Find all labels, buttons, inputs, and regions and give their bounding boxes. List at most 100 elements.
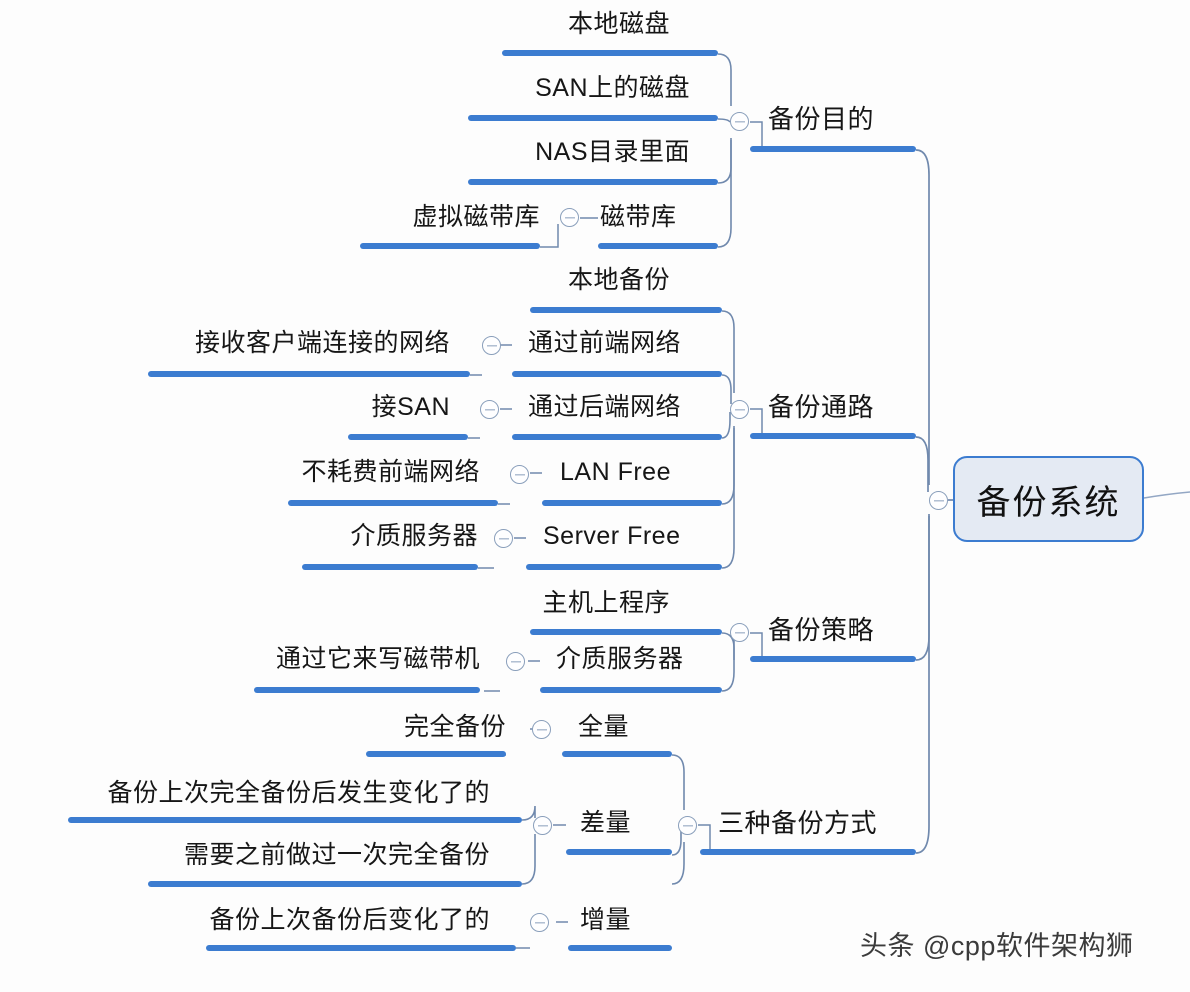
underline-beifen-shangci xyxy=(206,945,516,951)
underline-jiezhi-fuwuqi-1 xyxy=(302,564,478,570)
underline-nas-mulu xyxy=(468,179,718,185)
underline-quanliang xyxy=(562,751,672,757)
node-beifen-shangci-wanquan[interactable]: 备份上次完全备份后发生变化了的 xyxy=(30,781,490,806)
root-node-label: 备份系统 xyxy=(976,483,1121,522)
node-label: 备份通路 xyxy=(768,392,875,422)
collapse-icon-lan-free[interactable] xyxy=(510,465,529,484)
underline-wanquan-beifen xyxy=(366,751,506,757)
collapse-icon-qianduan-wangluo[interactable] xyxy=(482,336,501,355)
node-zhuji-chengxu[interactable]: 主机上程序 xyxy=(420,591,670,616)
node-jieshou-kehuduan[interactable]: 接收客户端连接的网络 xyxy=(120,331,450,356)
underline-jie-san xyxy=(348,434,468,440)
node-nas-mulu[interactable]: NAS目录里面 xyxy=(370,140,690,165)
underline-jieshou-kehuduan xyxy=(148,371,470,377)
node-beifen-tonglu[interactable]: 备份通路 xyxy=(768,394,874,420)
node-bendi-beifen[interactable]: 本地备份 xyxy=(420,268,670,293)
node-label: 全量 xyxy=(578,713,630,741)
underline-tongguo-ta xyxy=(254,687,480,693)
node-label: LAN Free xyxy=(560,458,671,486)
node-label: 通过后端网络 xyxy=(528,393,682,421)
collapse-icon-cidaiku[interactable] xyxy=(560,208,579,227)
node-cidaiku[interactable]: 磁带库 xyxy=(600,205,677,230)
underline-sanzhong-fangshi xyxy=(700,849,916,855)
node-label: 虚拟磁带库 xyxy=(412,203,540,231)
node-tongguo-ta[interactable]: 通过它来写磁带机 xyxy=(200,647,480,672)
node-label: 不耗费前端网络 xyxy=(301,458,480,486)
collapse-icon-quanliang[interactable] xyxy=(532,720,551,739)
collapse-icon-beifen-tonglu[interactable] xyxy=(730,400,749,419)
node-beifen-celve[interactable]: 备份策略 xyxy=(768,617,874,643)
underline-bendi-cipan xyxy=(502,50,718,56)
node-label: 完全备份 xyxy=(403,713,506,741)
node-label: 备份上次备份后变化了的 xyxy=(209,906,490,934)
underline-zhuji-chengxu xyxy=(530,629,722,635)
node-label: 主机上程序 xyxy=(542,589,670,617)
node-label: 通过它来写磁带机 xyxy=(275,645,480,673)
underline-houduan-wangluo xyxy=(512,434,722,440)
collapse-icon-sanzhong-fangshi[interactable] xyxy=(678,816,697,835)
collapse-icon-beifen-celve[interactable] xyxy=(730,623,749,642)
collapse-icon-chaliang[interactable] xyxy=(533,816,552,835)
node-jie-san[interactable]: 接SAN xyxy=(250,395,450,420)
node-label: SAN上的磁盘 xyxy=(535,74,690,102)
underline-jiezhi-fuwuqi-2 xyxy=(540,687,722,693)
underline-beifen-shangci-wanquan xyxy=(68,817,522,823)
collapse-icon-zengliang[interactable] xyxy=(530,913,549,932)
node-label: NAS目录里面 xyxy=(535,138,690,166)
underline-server-free xyxy=(526,564,722,570)
underline-cidaiku xyxy=(598,243,718,249)
node-label: 备份目的 xyxy=(768,104,875,134)
node-beifen-shangci[interactable]: 备份上次备份后变化了的 xyxy=(150,908,490,933)
node-buhaofei[interactable]: 不耗费前端网络 xyxy=(230,460,480,485)
node-jiezhi-fuwuqi-2[interactable]: 介质服务器 xyxy=(556,647,684,672)
node-jiezhi-fuwuqi-1[interactable]: 介质服务器 xyxy=(250,524,478,549)
underline-chaliang xyxy=(566,849,672,855)
underline-beifen-celve xyxy=(750,656,916,662)
underline-buhaofei xyxy=(288,500,498,506)
underline-zengliang xyxy=(568,945,672,951)
node-xuyao-zhiqian[interactable]: 需要之前做过一次完全备份 xyxy=(100,843,490,868)
node-beifen-mudi[interactable]: 备份目的 xyxy=(768,106,874,132)
node-label: 本地磁盘 xyxy=(567,10,670,38)
node-server-free[interactable]: Server Free xyxy=(543,524,680,549)
node-zengliang[interactable]: 增量 xyxy=(580,908,631,933)
underline-beifen-tonglu xyxy=(750,433,916,439)
node-quanliang[interactable]: 全量 xyxy=(578,715,629,740)
node-bendi-cipan[interactable]: 本地磁盘 xyxy=(420,12,670,37)
node-label: 介质服务器 xyxy=(350,522,478,550)
underline-bendi-beifen xyxy=(530,307,722,313)
root-node-beifen-xitong[interactable]: 备份系统 xyxy=(953,456,1144,542)
collapse-icon-jiezhi-fuwuqi-2[interactable] xyxy=(506,652,525,671)
node-san-cipan[interactable]: SAN上的磁盘 xyxy=(370,76,690,101)
node-label: 介质服务器 xyxy=(556,645,684,673)
collapse-icon-beifen-mudi[interactable] xyxy=(730,112,749,131)
node-label: 差量 xyxy=(580,809,632,837)
node-label: 备份策略 xyxy=(768,615,875,645)
node-label: 需要之前做过一次完全备份 xyxy=(183,841,490,869)
node-sanzhong-fangshi[interactable]: 三种备份方式 xyxy=(718,810,877,836)
node-label: Server Free xyxy=(543,522,681,550)
underline-qianduan-wangluo xyxy=(512,371,722,377)
watermark: 头条 @cpp软件架构狮 xyxy=(860,931,1134,961)
node-xuni-cidaiku[interactable]: 虚拟磁带库 xyxy=(290,205,540,230)
node-houduan-wangluo[interactable]: 通过后端网络 xyxy=(528,395,681,420)
node-label: 备份上次完全备份后发生变化了的 xyxy=(107,779,490,807)
node-wanquan-beifen[interactable]: 完全备份 xyxy=(290,715,506,740)
node-label: 磁带库 xyxy=(600,203,677,231)
node-label: 本地备份 xyxy=(567,266,670,294)
underline-xuni-cidaiku xyxy=(360,243,540,249)
node-qianduan-wangluo[interactable]: 通过前端网络 xyxy=(528,331,681,356)
node-chaliang[interactable]: 差量 xyxy=(580,811,631,836)
collapse-icon-server-free[interactable] xyxy=(494,529,513,548)
underline-xuyao-zhiqian xyxy=(148,881,522,887)
node-label: 接收客户端连接的网络 xyxy=(194,329,450,357)
node-label: 接SAN xyxy=(371,393,450,421)
underline-san-cipan xyxy=(468,115,718,121)
node-lan-free[interactable]: LAN Free xyxy=(560,460,671,485)
collapse-icon-root[interactable] xyxy=(929,491,948,510)
node-label: 三种备份方式 xyxy=(718,808,878,838)
underline-lan-free xyxy=(542,500,722,506)
collapse-icon-houduan-wangluo[interactable] xyxy=(480,400,499,419)
node-label: 通过前端网络 xyxy=(528,329,682,357)
